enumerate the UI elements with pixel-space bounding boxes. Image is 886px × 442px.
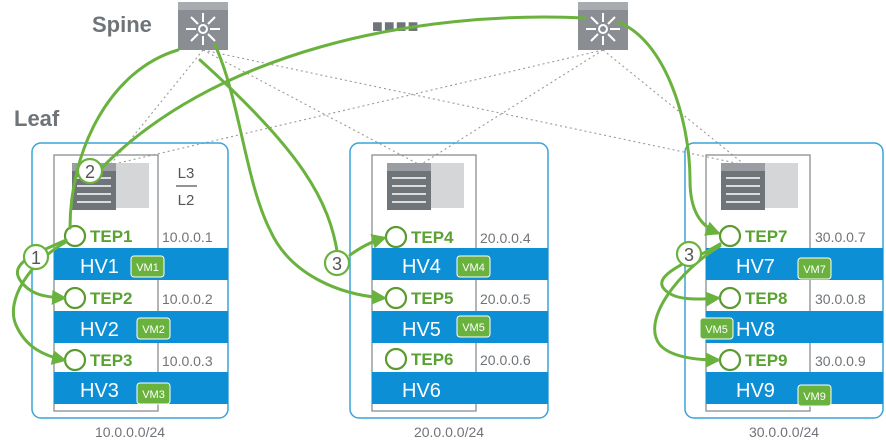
rack-3-border xyxy=(684,142,884,419)
step-marker-3-rack2: 3 xyxy=(332,254,342,274)
hv-label-9: HV9 xyxy=(736,380,775,402)
vm-badge-4: VM4 xyxy=(462,262,485,274)
spine-switch-2 xyxy=(578,2,628,50)
hv-label-4: HV4 xyxy=(402,256,441,278)
spine-leaf-links xyxy=(109,49,746,166)
switch-arrows-icon xyxy=(726,177,760,203)
path-tep1-up-to-spine xyxy=(68,48,180,230)
tep-label-9: TEP9 xyxy=(745,351,788,370)
ip-label-7: 30.0.0.7 xyxy=(815,229,866,245)
tep-circle-6 xyxy=(384,347,408,371)
ip-label-1: 10.0.0.1 xyxy=(162,229,213,245)
subnet-label-2: 20.0.0.0/24 xyxy=(414,424,484,440)
rack-1-cabinet xyxy=(53,154,159,412)
hv-bar-6 xyxy=(372,372,548,404)
step-marker-2: 2 xyxy=(85,162,95,182)
link-spine1-leaf3 xyxy=(202,49,746,166)
ip-label-6: 20.0.0.6 xyxy=(480,352,531,368)
link-spine2-leaf1 xyxy=(109,49,604,166)
path-leaf1-to-spine2 xyxy=(92,15,587,178)
tep-circle-3 xyxy=(63,348,87,372)
ip-label-3: 10.0.0.3 xyxy=(162,353,213,369)
link-spine2-leaf3 xyxy=(602,49,746,166)
hv-label-7: HV7 xyxy=(736,256,775,278)
ip-label-8: 30.0.0.8 xyxy=(815,291,866,307)
path-rack2-to-tep4 xyxy=(348,234,387,257)
replication-paths xyxy=(11,15,722,368)
tep-circle-1 xyxy=(63,224,87,248)
vm-badge-3: VM3 xyxy=(142,389,165,401)
vm-badge-9: VM9 xyxy=(803,391,826,403)
tep-label-2: TEP2 xyxy=(90,289,133,308)
tep-circles xyxy=(63,224,742,372)
switch-arrows-icon xyxy=(392,177,426,203)
link-spine1-leaf2 xyxy=(202,49,421,166)
spine-title: Spine xyxy=(92,12,152,37)
path-spine-to-tep5 xyxy=(213,43,387,305)
tep-circle-2 xyxy=(63,286,87,310)
path-spine2-to-tep7 xyxy=(616,20,721,236)
spine-switch-1 xyxy=(178,2,228,50)
leaf-switch-3 xyxy=(721,163,798,210)
vm-badge-1: VM1 xyxy=(136,262,159,274)
router-arrows-icon xyxy=(586,13,620,45)
tep-label-5: TEP5 xyxy=(411,289,454,308)
subnet-label-3: 30.0.0.0/24 xyxy=(749,424,819,440)
hv-bar-7 xyxy=(706,248,883,280)
step-marker-3-rack3: 3 xyxy=(684,245,694,265)
hv-label-2: HV2 xyxy=(80,319,119,341)
tep-circle-8 xyxy=(718,286,742,310)
link-spine2-leaf2 xyxy=(419,49,604,166)
ip-label-4: 20.0.0.4 xyxy=(480,230,531,246)
tep-circle-5 xyxy=(384,286,408,310)
layer-l3-label: L3 xyxy=(178,165,195,182)
hv-label-1: HV1 xyxy=(80,256,119,278)
step-markers: 1 2 3 3 xyxy=(22,157,703,277)
tep-circle-9 xyxy=(718,348,742,372)
hv-label-3: HV3 xyxy=(80,380,119,402)
step-marker-1: 1 xyxy=(31,248,41,268)
ip-label-5: 20.0.0.5 xyxy=(480,291,531,307)
leaf-switch-2 xyxy=(387,163,464,210)
ip-label-2: 10.0.0.2 xyxy=(162,291,213,307)
tep-circle-7 xyxy=(718,224,742,248)
tep-label-6: TEP6 xyxy=(411,350,454,369)
vm-badge-7: VM7 xyxy=(803,264,826,276)
vm-badge-5: VM5 xyxy=(462,322,485,334)
subnet-label-1: 10.0.0.0/24 xyxy=(95,424,165,440)
hv-label-8: HV8 xyxy=(736,319,775,341)
hv-label-6: HV6 xyxy=(402,380,441,402)
tep-circle-4 xyxy=(384,225,408,249)
tep-label-8: TEP8 xyxy=(745,289,788,308)
path-spine-to-rack2-local xyxy=(198,58,340,259)
layer-l2-label: L2 xyxy=(178,192,195,209)
hv-bar-8 xyxy=(706,311,883,343)
hv-label-5: HV5 xyxy=(402,319,441,341)
tep-label-1: TEP1 xyxy=(90,227,133,246)
vm-badge-2: VM2 xyxy=(142,324,165,336)
rack-2-border xyxy=(349,142,549,419)
vm-badges: VM1 VM2 VM3 VM4 VM5 VM7 VM5 VM9 xyxy=(130,255,832,407)
leaf-title: Leaf xyxy=(14,106,60,131)
rack-2-cabinet xyxy=(371,154,477,412)
hv-bar-9 xyxy=(706,372,883,404)
tep-label-7: TEP7 xyxy=(745,227,788,246)
rack-3-cabinet xyxy=(705,154,811,412)
router-arrows-icon xyxy=(186,13,220,45)
tep-label-3: TEP3 xyxy=(90,351,133,370)
tep-label-4: TEP4 xyxy=(411,228,454,247)
ip-label-9: 30.0.0.9 xyxy=(815,353,866,369)
vm-badge-8: VM5 xyxy=(705,324,728,336)
path-tep7-to-tep9 xyxy=(653,244,722,368)
